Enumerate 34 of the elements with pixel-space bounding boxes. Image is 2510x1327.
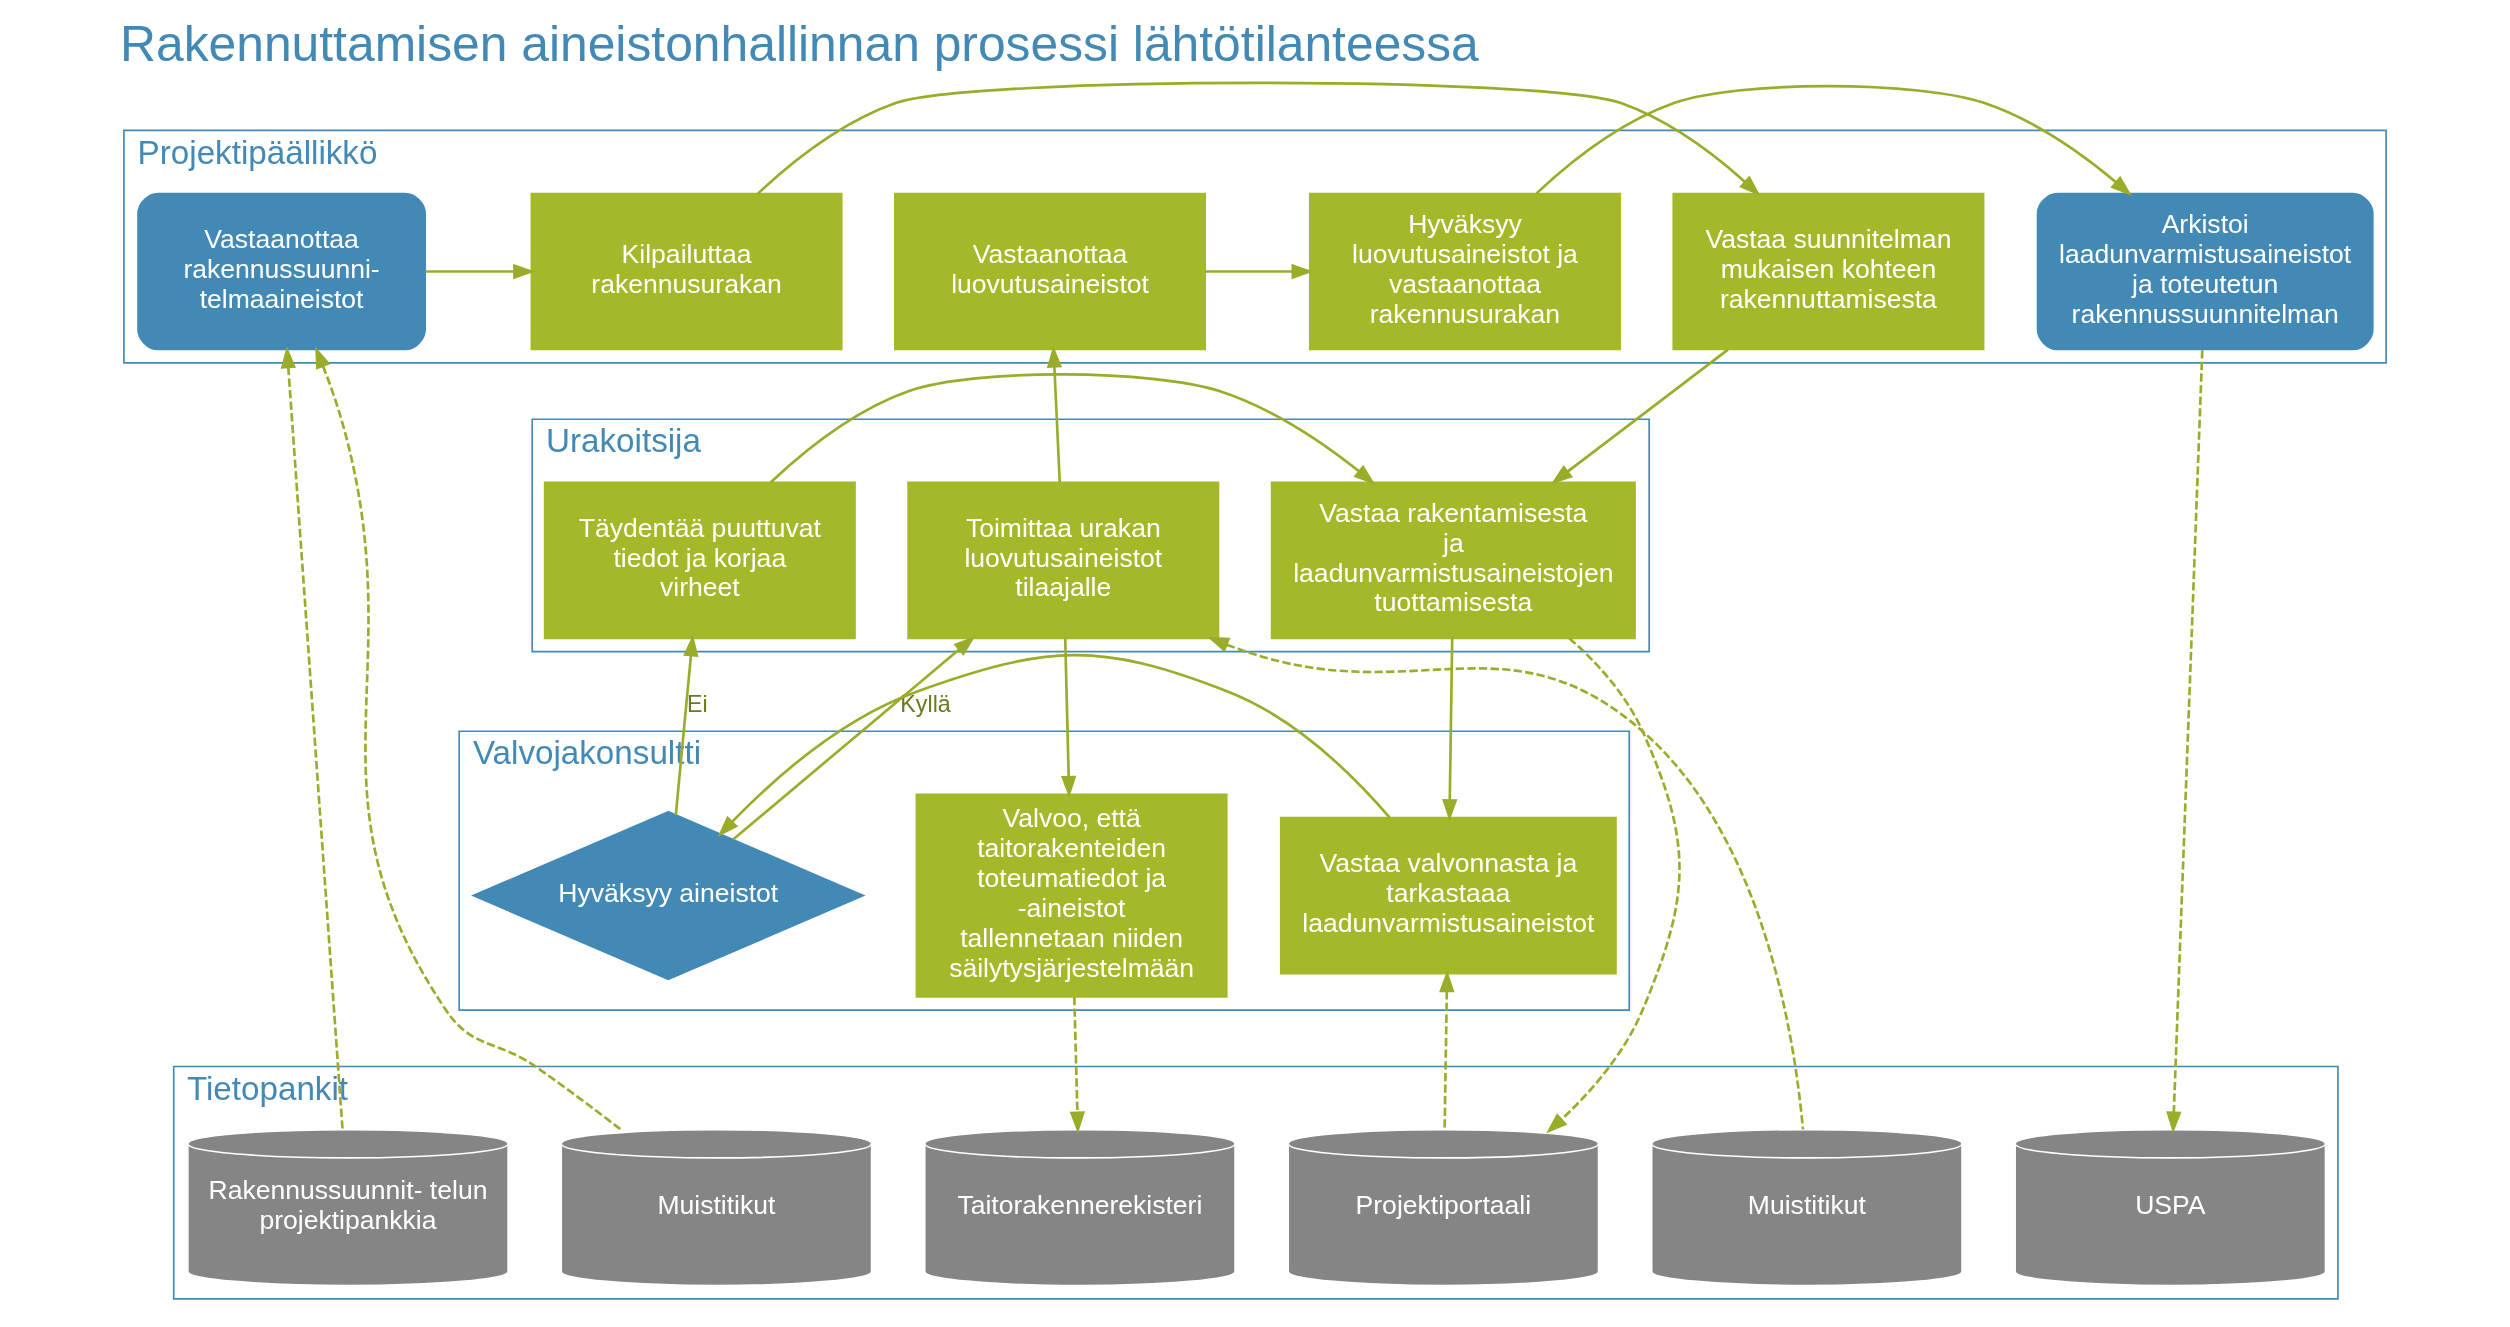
node-box: Vastaanottaa luovutusaineistot [894, 192, 1207, 351]
arrow [1535, 84, 2132, 196]
arrow [1069, 997, 1086, 1134]
edge-label: Kyllä [900, 690, 951, 717]
node-diamond: Hyväksyy aineistot [471, 810, 866, 981]
arrow [1207, 636, 1805, 1130]
arrow [717, 653, 1391, 837]
arrow [280, 346, 344, 1130]
arrow [1060, 638, 1077, 798]
node-box: Kilpailuttaa rakennusurakan [530, 192, 843, 351]
arrow [1439, 970, 1455, 1130]
node-box: Vastaanottaa rakennussuunni- telmaaineistot [137, 192, 426, 351]
arrow [1442, 638, 1458, 822]
arrow [1205, 263, 1314, 280]
arrow [769, 373, 1376, 485]
node-box: Vastaa rakentamisesta ja laadunvarmistusaineistojen tuottamisesta [1270, 481, 1636, 640]
arrow [674, 634, 699, 815]
diagram-title: Rakennuttamisen aineistonhallinnan prosessi lähtötilanteessa [120, 16, 1479, 73]
node-box: Valvoo, että taitorakenteiden toteumatiedot ja -aineistot tallennetaan niiden säilytysjärjestelmään [915, 793, 1228, 998]
node-box: Vastaa suunnitelman mukaisen kohteen rakennuttamisesta [1672, 192, 1985, 351]
node-box: Hyväksyy luovutusaineistot ja vastaanottaa rakennusurakan [1308, 192, 1621, 351]
node-box: Vastaa valvonnasta ja tarkastaaa laadunvarmistusaineistot [1279, 816, 1617, 975]
arrow [732, 635, 976, 841]
arrow [315, 346, 623, 1132]
arrow [425, 263, 536, 280]
arrow [2166, 350, 2204, 1134]
arrow [1546, 637, 1681, 1134]
edge-label: Ei [687, 690, 708, 717]
node-box: Täydentää puuttuvat tiedot ja korjaa virheet [543, 481, 856, 640]
arrow [757, 81, 1761, 197]
node-box: Toimittaa urakan luovutusaineistot tilaajalle [907, 481, 1220, 640]
arrow [1550, 348, 1729, 485]
node-box: Arkistoi laadunvarmistusaineistot ja toteutetun rakennussuunnitelman [2036, 192, 2374, 351]
arrow [1046, 345, 1063, 482]
